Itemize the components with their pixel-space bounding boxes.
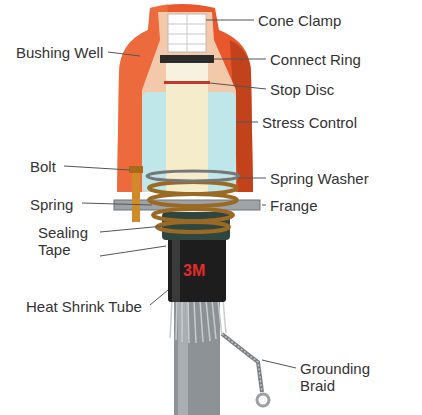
bushing-well (117, 4, 253, 192)
part-label: Connect Ring (270, 51, 361, 68)
braid-weave (222, 334, 262, 392)
connect-ring (160, 55, 214, 63)
bolt (132, 166, 140, 222)
braid (222, 334, 262, 392)
cutaway (142, 12, 236, 192)
spring (149, 182, 237, 232)
part-label: Spring (30, 196, 73, 213)
cone-clamp (168, 14, 206, 52)
bolt-head (129, 166, 143, 173)
braid-lug (257, 394, 269, 406)
stop-disc (164, 81, 210, 84)
sealing-tape (162, 212, 230, 240)
connector-body (166, 63, 208, 81)
part-label: Cone Clamp (258, 12, 341, 29)
part-label: Bolt (30, 158, 56, 175)
part-label: Heat Shrink Tube (26, 298, 142, 315)
heat-shrink (168, 236, 226, 302)
part-label: Frange (270, 197, 318, 214)
part-label: Bushing Well (16, 44, 103, 61)
clamp-lines (168, 14, 206, 52)
insulation (166, 84, 208, 192)
leader-lines (64, 20, 296, 368)
heat-shrink-highlight (172, 236, 180, 302)
part-label: Grounding Braid (300, 360, 380, 394)
shield-wires (170, 300, 226, 343)
part-label: Stress Control (262, 114, 357, 131)
spring-washer (147, 171, 239, 181)
cable (174, 300, 220, 415)
part-label: Sealing Tape (38, 224, 98, 258)
brand-mark: 3M (183, 262, 205, 279)
part-label: Stop Disc (270, 81, 334, 98)
cable-highlight (178, 300, 188, 415)
part-label: Spring Washer (270, 170, 369, 187)
